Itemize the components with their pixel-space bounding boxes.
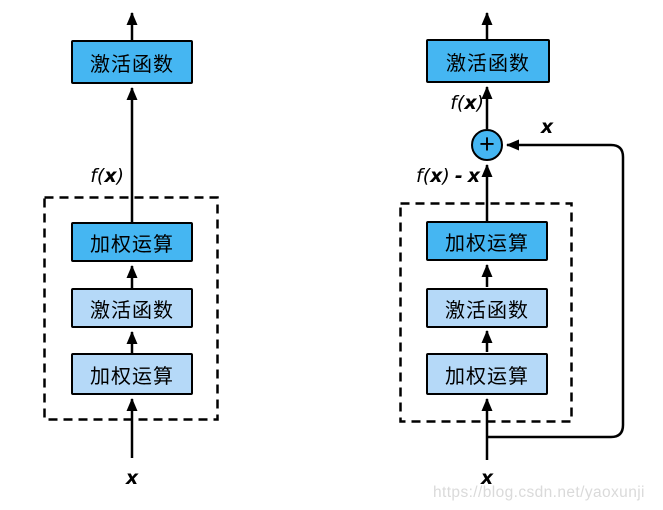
- plain-weight-box-top: 加权运算: [71, 222, 193, 262]
- residual-input-x-label: x: [480, 467, 494, 489]
- residual-weight-box-top: 加权运算: [426, 221, 548, 261]
- box-label: 加权运算: [445, 365, 529, 388]
- box-label: 激活函数: [90, 53, 174, 76]
- box-label: 加权运算: [445, 232, 529, 255]
- residual-fx-label: f(x): [450, 92, 484, 114]
- skip-connection-line: [487, 139, 625, 439]
- plain-fx-label: f(x): [90, 165, 124, 187]
- skip-x-label: x: [540, 116, 554, 138]
- plain-input-x-label: x: [125, 467, 139, 489]
- residual-dashed-block: [399, 202, 573, 423]
- add-node: +: [471, 129, 503, 161]
- plain-weight-box-bottom: 加权运算: [71, 353, 193, 395]
- box-label: 加权运算: [90, 233, 174, 256]
- box-label: 激活函数: [445, 299, 529, 322]
- box-label: 加权运算: [90, 365, 174, 388]
- plain-activation-output-box: 激活函数: [71, 40, 193, 84]
- plain-activation-box-mid: 激活函数: [71, 288, 193, 328]
- residual-fx-minus-x-label: f(x)-x: [416, 165, 480, 187]
- watermark-text: https://blog.csdn.net/yaoxunji: [433, 484, 645, 501]
- residual-activation-output-box: 激活函数: [426, 39, 550, 83]
- box-label: 激活函数: [90, 299, 174, 322]
- plus-icon: +: [479, 128, 495, 159]
- box-label: 激活函数: [446, 52, 530, 75]
- residual-activation-box-mid: 激活函数: [426, 288, 548, 328]
- plain-dashed-block: [43, 196, 219, 421]
- residual-weight-box-bottom: 加权运算: [426, 353, 548, 395]
